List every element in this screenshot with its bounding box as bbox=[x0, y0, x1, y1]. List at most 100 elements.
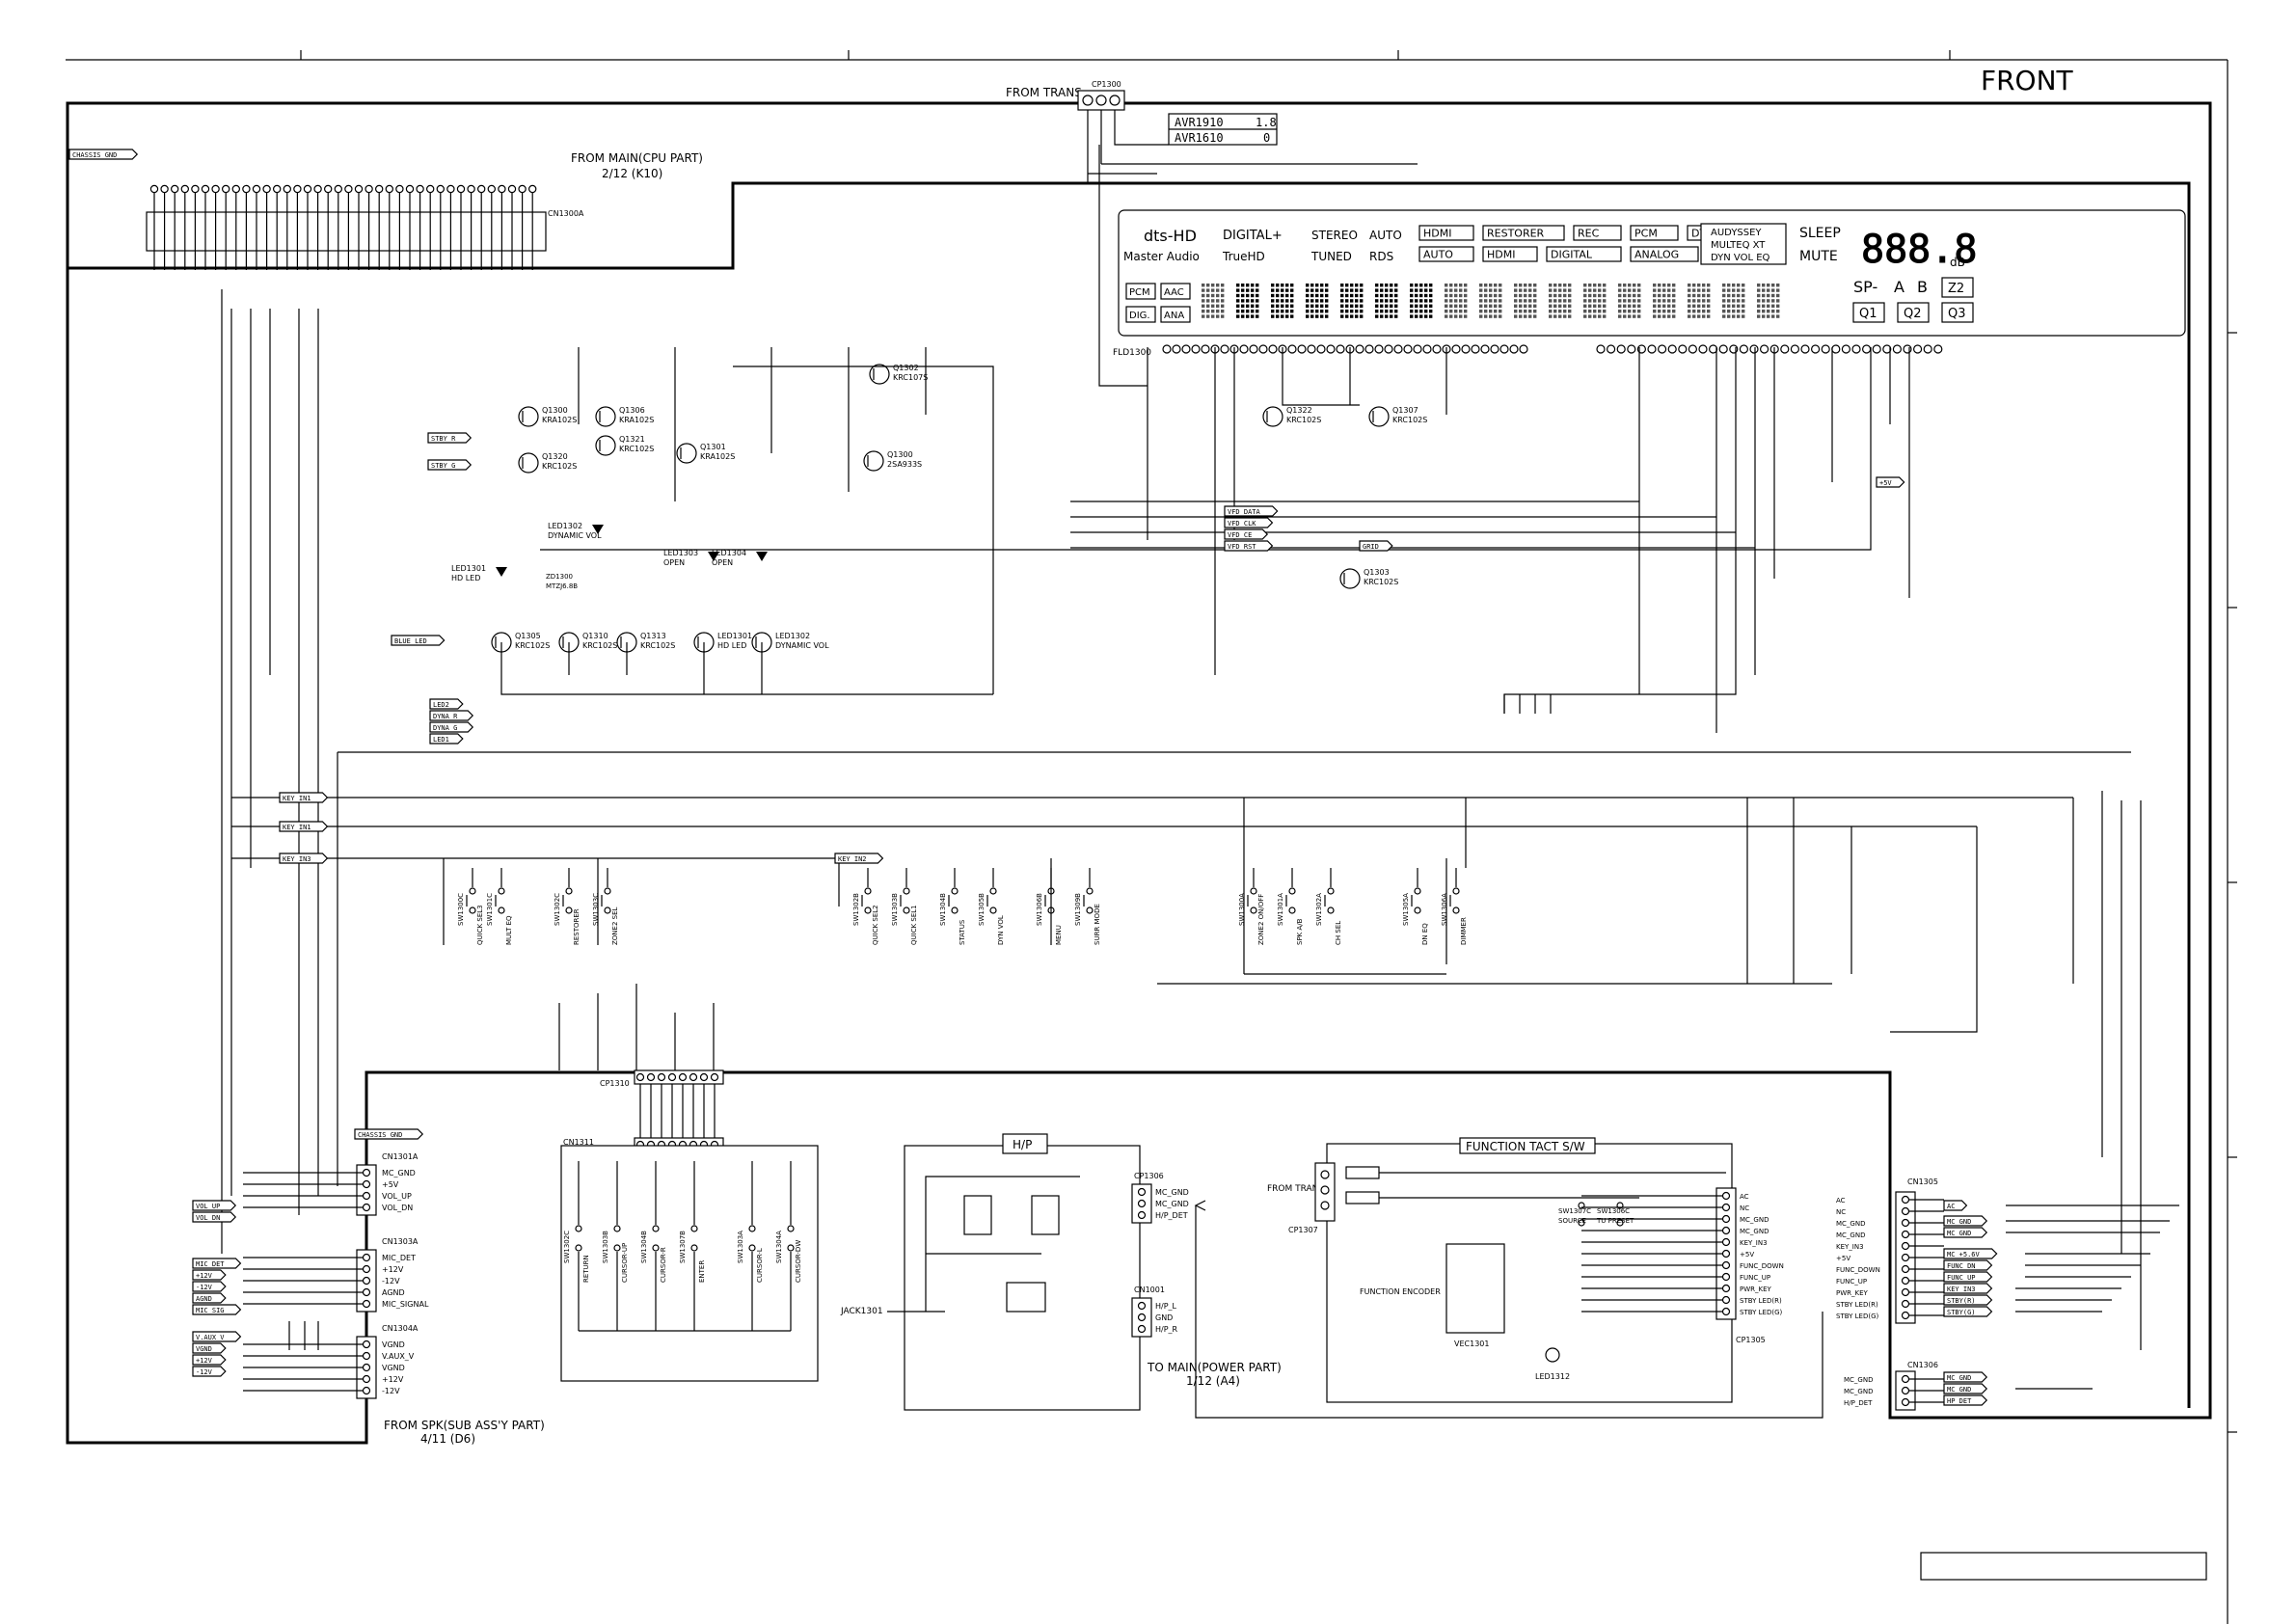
vfd-dot bbox=[1390, 310, 1393, 313]
vfd-dot bbox=[1776, 314, 1780, 318]
cn1306-pin-label: H/P_DET bbox=[1844, 1399, 1873, 1407]
vfd-dot bbox=[1623, 293, 1627, 298]
net-tag-label: LED2 bbox=[433, 701, 449, 709]
vfd-dot bbox=[1236, 293, 1240, 298]
vfd-dot bbox=[1653, 288, 1657, 292]
vfd-dot bbox=[1499, 293, 1502, 298]
net-tag-label: V.AUX_V bbox=[196, 1334, 225, 1341]
cp1305-pin bbox=[1721, 1226, 1731, 1235]
net-tag-label: STBY_R bbox=[431, 435, 456, 443]
vfd-dot bbox=[1588, 288, 1592, 292]
vfd-dot bbox=[1236, 310, 1240, 313]
vfd-dot bbox=[1593, 314, 1597, 318]
vfd-pin bbox=[1364, 344, 1374, 354]
vfd-dot bbox=[1558, 304, 1562, 308]
model-1-name: AVR1910 bbox=[1175, 116, 1224, 129]
vfd-dot bbox=[1762, 299, 1766, 303]
component-value: DYNAMIC VOL bbox=[775, 641, 829, 650]
cn1001-pin bbox=[1137, 1301, 1147, 1311]
cn1305-pin-label: FUNC_DOWN bbox=[1836, 1266, 1880, 1274]
vfd-dot bbox=[1285, 284, 1289, 287]
vfd-dot bbox=[1707, 310, 1711, 313]
component-value: KRC102S bbox=[640, 641, 675, 650]
vfd-dot bbox=[1419, 304, 1423, 308]
net-tag bbox=[1359, 540, 1393, 552]
vfd-tuned: TUNED bbox=[1310, 250, 1352, 263]
vfd-dot bbox=[1216, 299, 1220, 303]
vfd-master-audio: Master Audio bbox=[1123, 250, 1200, 263]
vfd-b: B bbox=[1917, 278, 1928, 296]
vfd-dot bbox=[1688, 304, 1691, 308]
left-connector-name: CN1304A bbox=[382, 1324, 419, 1333]
left-connector-pin bbox=[362, 1386, 371, 1395]
vfd-dot bbox=[1593, 310, 1597, 313]
vfd-matrix-cell bbox=[1549, 284, 1572, 318]
net-tag bbox=[1224, 517, 1274, 528]
hp-switch-contact bbox=[690, 1244, 698, 1252]
cn1305-pin-label: KEY_IN3 bbox=[1836, 1243, 1864, 1251]
vfd-pin bbox=[1657, 344, 1667, 354]
vfd-dot bbox=[1653, 293, 1657, 298]
switch-label: QUICK SEL3 bbox=[476, 905, 484, 945]
vfd-dot bbox=[1528, 310, 1532, 313]
vfd-pin bbox=[1718, 344, 1728, 354]
net-tag bbox=[1943, 1271, 1993, 1283]
vfd-dot bbox=[1459, 299, 1463, 303]
vfd-dot bbox=[1697, 310, 1701, 313]
net-tag bbox=[192, 1211, 237, 1223]
vfd-dot bbox=[1598, 314, 1602, 318]
vfd-pin bbox=[1841, 344, 1851, 354]
vfd-dot bbox=[1449, 304, 1453, 308]
vfd-dot bbox=[1256, 293, 1259, 298]
vfd-dot bbox=[1479, 304, 1483, 308]
vfd-matrix-cell bbox=[1583, 284, 1607, 318]
cn1300a-pin bbox=[303, 184, 312, 194]
vfd-dot bbox=[1445, 288, 1448, 292]
func-switch-contact bbox=[1578, 1219, 1585, 1227]
vfd-dot bbox=[1385, 310, 1389, 313]
vfd-box bbox=[1482, 225, 1565, 241]
vfd-dot bbox=[1727, 304, 1731, 308]
net-tag-label: MC_GND bbox=[1947, 1386, 1971, 1394]
cp1310-pin bbox=[710, 1072, 719, 1082]
vfd-dot bbox=[1563, 293, 1567, 298]
vfd-dot bbox=[1315, 310, 1319, 313]
vfd-dot bbox=[1211, 314, 1215, 318]
switch-contact bbox=[1452, 887, 1460, 895]
vfd-dot bbox=[1410, 299, 1414, 303]
vfd-dot bbox=[1707, 293, 1711, 298]
vfd-dot bbox=[1315, 284, 1319, 287]
cp1306-pin bbox=[1137, 1187, 1147, 1197]
vfd-left-box bbox=[1160, 306, 1191, 323]
vfd-dot bbox=[1762, 284, 1766, 287]
cn1300a-pin bbox=[375, 184, 384, 194]
component-value: KRA102S bbox=[542, 416, 577, 424]
vfd-dot bbox=[1325, 299, 1329, 303]
switch-ref: SW1301A bbox=[1277, 893, 1284, 926]
vfd-dot bbox=[1484, 288, 1488, 292]
vfd-pin bbox=[1355, 344, 1364, 354]
net-tag-label: +5V bbox=[1879, 479, 1892, 487]
left-connector-pin bbox=[362, 1168, 371, 1177]
vfd-pin bbox=[1509, 344, 1519, 354]
vfd-dot bbox=[1310, 284, 1314, 287]
cp1305-pin-label: KEY_IN3 bbox=[1740, 1239, 1768, 1247]
hp-switch-contact bbox=[787, 1244, 795, 1252]
vfd-dot bbox=[1628, 299, 1632, 303]
vfd-dot bbox=[1633, 284, 1636, 287]
vfd-dot bbox=[1360, 310, 1364, 313]
net-tag-label: MC_GND bbox=[1947, 1230, 1971, 1237]
switch-ref: SW1303C bbox=[592, 893, 600, 926]
component-ref: Q1302 bbox=[893, 364, 919, 372]
vfd-dot bbox=[1350, 304, 1354, 308]
vfd-dot bbox=[1742, 284, 1745, 287]
encoder-ref-label: VEC1301 bbox=[1454, 1340, 1489, 1348]
cn1306-pin-label: MC_GND bbox=[1844, 1388, 1873, 1395]
vfd-dot bbox=[1727, 293, 1731, 298]
switch-contact bbox=[864, 907, 872, 914]
vfd-dot bbox=[1722, 284, 1726, 287]
vfd-dot bbox=[1672, 288, 1676, 292]
vfd-dot bbox=[1737, 288, 1741, 292]
cp1310-pin bbox=[689, 1072, 698, 1082]
